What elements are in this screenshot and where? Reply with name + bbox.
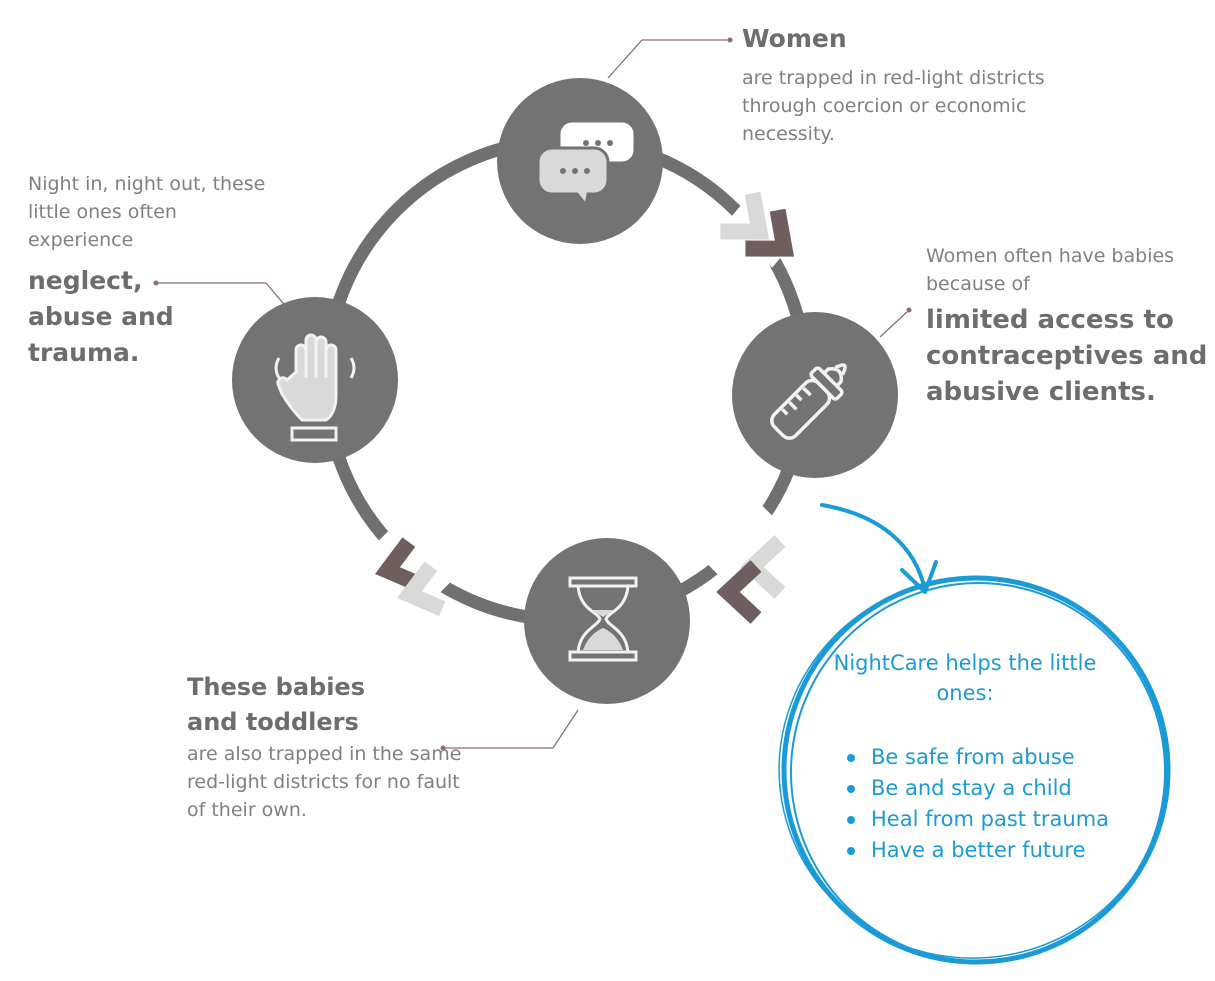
nightcare-item: Heal from past trauma — [847, 804, 1111, 835]
stage-babies-emphasis: limited access to contraceptives and abu… — [926, 305, 1208, 407]
nightcare-title: NightCare helps the little ones: — [833, 651, 1097, 705]
connector-neglect — [153, 280, 290, 311]
stage-women-title: Women — [742, 24, 847, 53]
stage-neglect-intro: Night in, night out, these little ones o… — [28, 173, 266, 251]
chevron-arrow-left-bottom — [374, 537, 446, 616]
nightcare-item: Have a better future — [847, 835, 1111, 866]
baby-bottle-icon — [770, 363, 847, 440]
nightcare-item: Be and stay a child — [847, 773, 1111, 804]
node-babies — [732, 312, 898, 478]
stage-babies-intro: Women often have babies because of — [926, 245, 1175, 295]
connector-women — [607, 37, 733, 79]
stage-toddlers-description: are also trapped in the same red-light d… — [187, 743, 462, 821]
hourglass-icon — [568, 576, 638, 662]
stage-toddlers-title: These babies and toddlers — [187, 673, 365, 736]
nightcare-box: NightCare helps the little ones: Be safe… — [795, 648, 1165, 866]
chevron-arrow-right-bottom — [716, 535, 786, 624]
nightcare-list: Be safe from abuse Be and stay a child H… — [795, 742, 1165, 866]
stage-neglect-emphasis: neglect, abuse and trauma. — [28, 266, 174, 367]
nightcare-item: Be safe from abuse — [847, 742, 1111, 773]
connector-toddlers — [440, 709, 579, 751]
stop-hand-icon — [274, 333, 356, 442]
stage-women-description: are trapped in red-light districts throu… — [742, 67, 1045, 145]
speech-bubbles-icon — [536, 119, 637, 209]
connector-babies — [879, 307, 912, 338]
nightcare-callout — [778, 503, 1171, 965]
chevron-arrow-right-top — [720, 191, 795, 257]
